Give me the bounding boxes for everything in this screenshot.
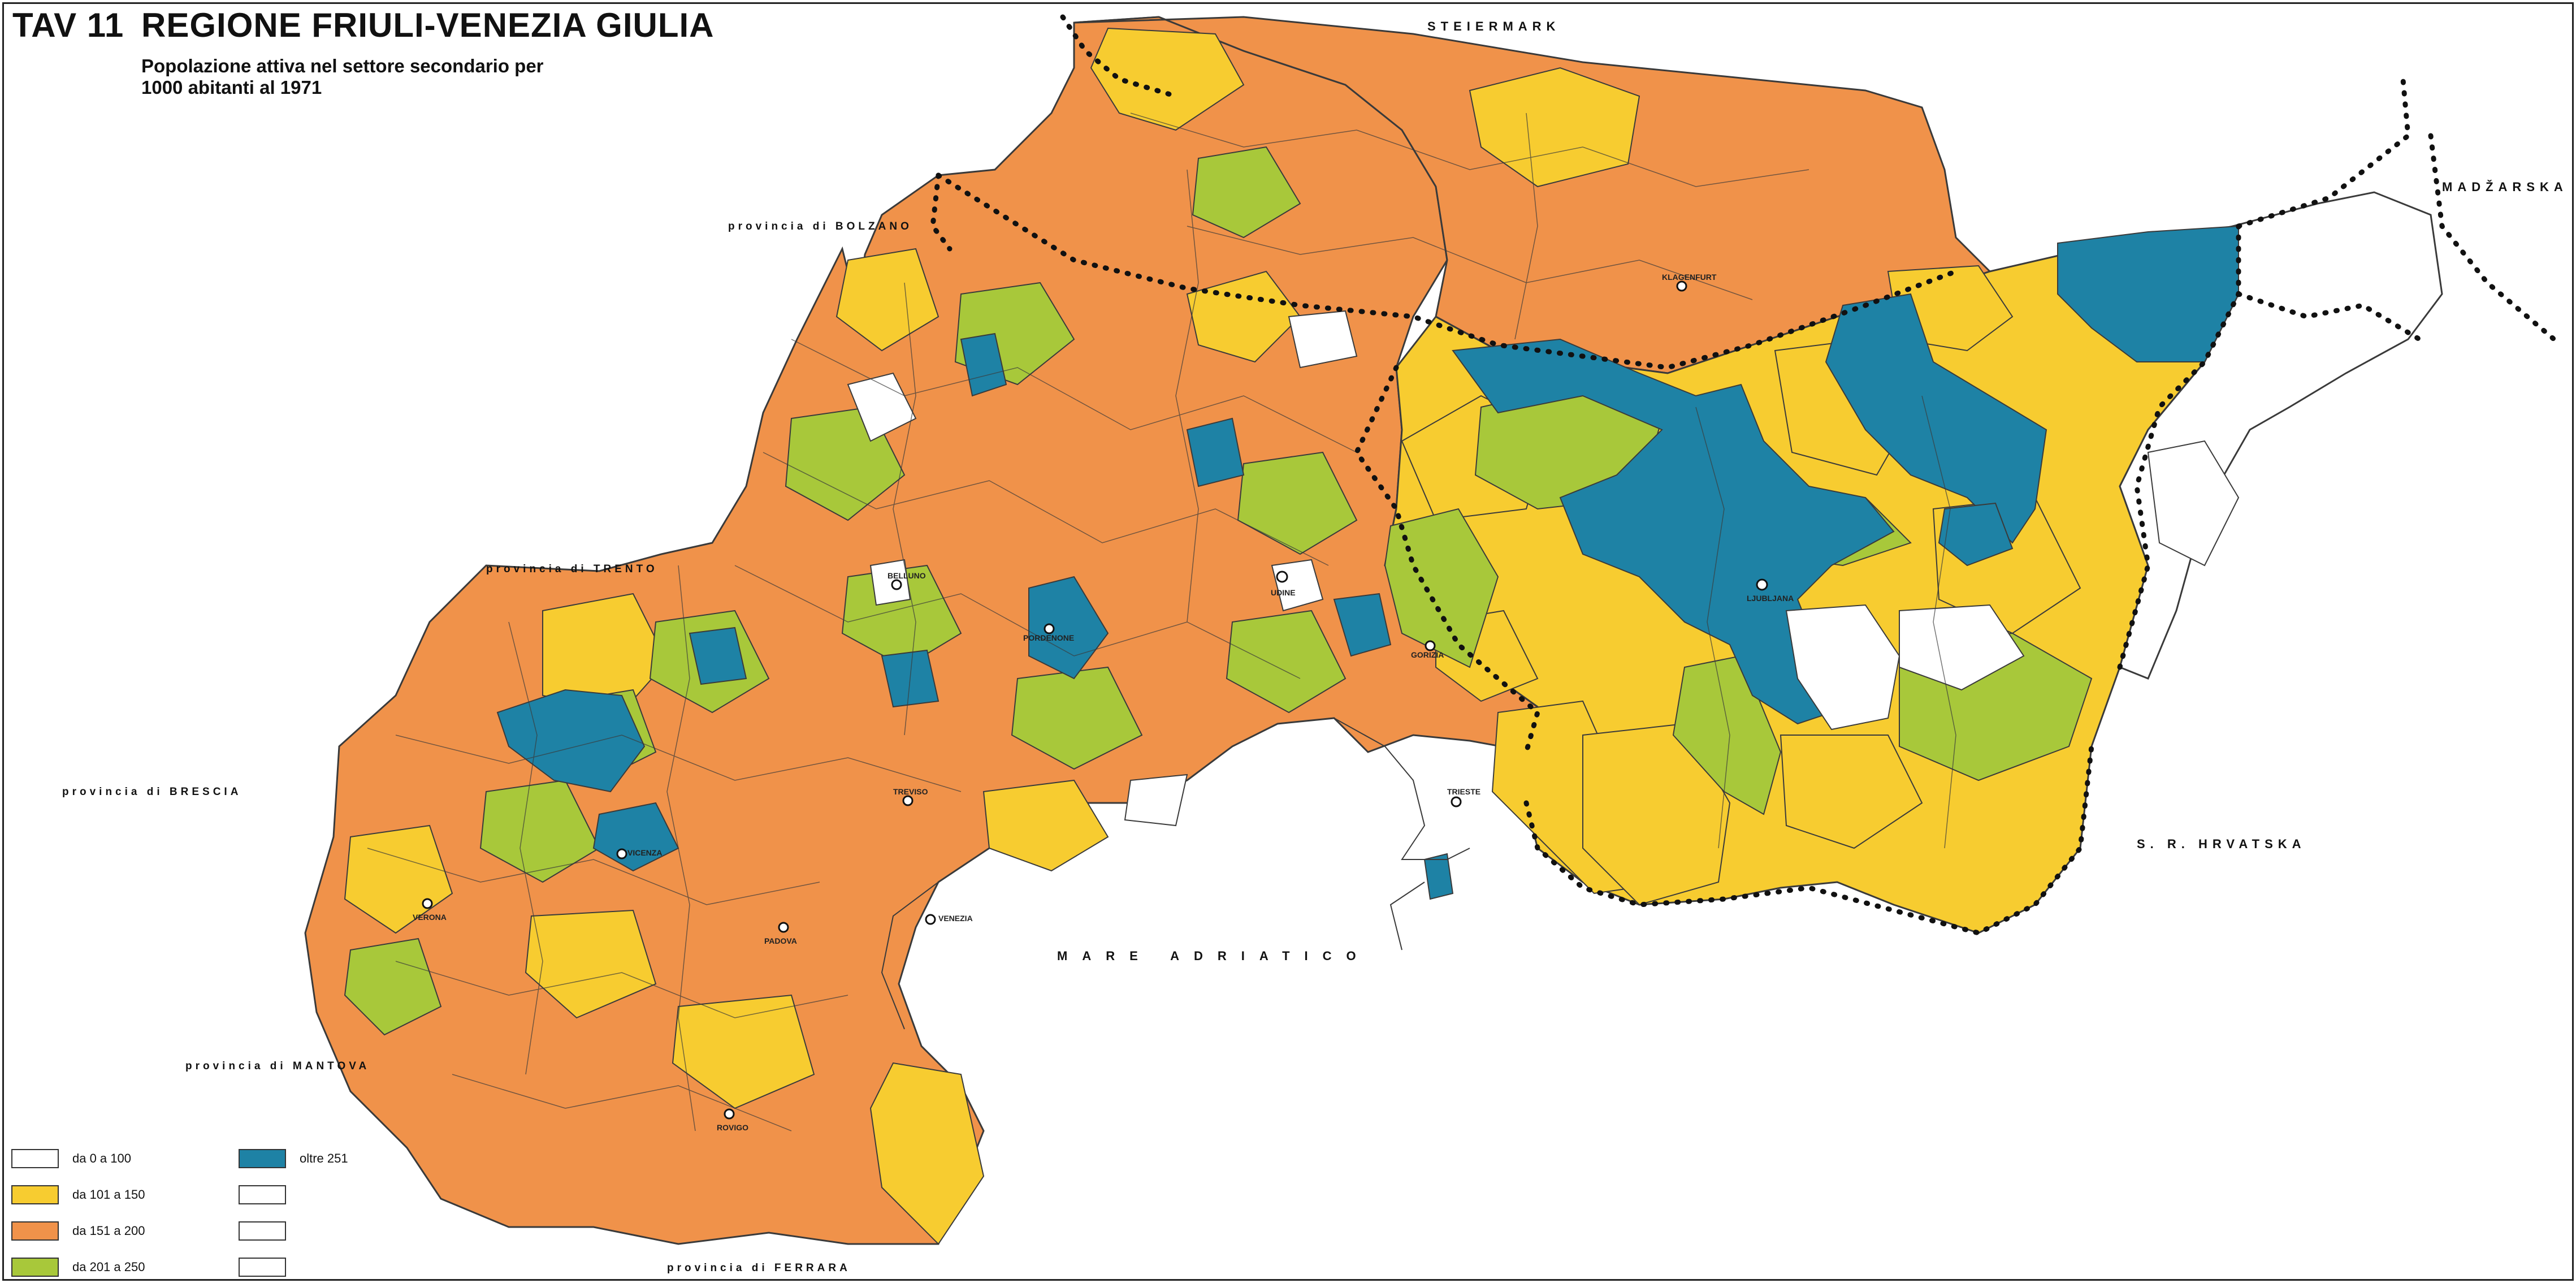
legend-swatch bbox=[11, 1221, 59, 1241]
class-over-251-patches bbox=[496, 225, 2239, 900]
legend-swatch bbox=[239, 1221, 286, 1241]
coastline bbox=[881, 718, 1470, 1030]
label-mare-adriatico: MARE ADRIATICO bbox=[1057, 949, 1371, 963]
municipal-boundaries bbox=[367, 113, 1956, 1131]
legend-label: oltre 251 bbox=[300, 1151, 348, 1165]
city-vicenza: VICENZA bbox=[627, 848, 663, 857]
legend-swatch bbox=[239, 1149, 286, 1168]
label-hrvatska: S. R. HRVATSKA bbox=[2137, 837, 2306, 851]
city-trieste: TRIESTE bbox=[1447, 787, 1481, 796]
map-subtitle: Popolazione attiva nel settore secondari… bbox=[141, 55, 544, 98]
city-verona: VERONA bbox=[413, 913, 447, 922]
city-belluno: BELLUNO bbox=[887, 571, 926, 580]
subtitle-line-2: 1000 abitanti al 1971 bbox=[141, 77, 322, 98]
city-udine: UDINE bbox=[1271, 588, 1296, 597]
label-madzarska: MADŽARSKA bbox=[2442, 180, 2568, 194]
city-padova: PADOVA bbox=[764, 936, 797, 945]
city-ljubljana: LJUBLJANA bbox=[1747, 594, 1794, 603]
city-rovigo: ROVIGO bbox=[717, 1123, 749, 1132]
legend-item-201-250: da 201 a 250 bbox=[11, 1256, 145, 1278]
legend-item-101-150: da 101 a 150 bbox=[11, 1184, 145, 1206]
city-venezia: VENEZIA bbox=[938, 914, 973, 923]
legend-item-0-100: da 0 a 100 bbox=[11, 1148, 131, 1169]
table-number: TAV 11 bbox=[12, 6, 124, 44]
city-pordenone: PORDENONE bbox=[1023, 633, 1075, 642]
legend-swatch bbox=[239, 1185, 286, 1204]
page-title: REGIONE FRIULI-VENEZIA GIULIA bbox=[141, 6, 715, 44]
legend-empty-swatch bbox=[239, 1256, 286, 1278]
legend-swatch bbox=[11, 1258, 59, 1277]
subtitle-line-1: Popolazione attiva nel settore secondari… bbox=[141, 55, 544, 76]
legend-item-over-251: oltre 251 bbox=[239, 1148, 348, 1169]
label-bolzano: provincia di BOLZANO bbox=[728, 221, 912, 232]
label-mantova: provincia di MANTOVA bbox=[185, 1060, 370, 1072]
state-borders bbox=[930, 14, 2564, 936]
legend-label: da 101 a 150 bbox=[72, 1187, 145, 1202]
legend-swatch bbox=[239, 1258, 286, 1277]
city-gorizia: GORIZIA bbox=[1411, 650, 1444, 659]
city-markers bbox=[422, 280, 1768, 1120]
legend-item-151-200: da 151 a 200 bbox=[11, 1220, 145, 1242]
city-klagenfurt: KLAGENFURT bbox=[1662, 273, 1717, 282]
class-101-150-patches bbox=[344, 27, 2081, 1245]
legend-swatch bbox=[11, 1149, 59, 1168]
label-trento: provincia di TRENTO bbox=[486, 563, 658, 575]
legend-label: da 0 a 100 bbox=[72, 1151, 131, 1165]
legend-empty-swatch bbox=[239, 1220, 286, 1242]
label-brescia: provincia di BRESCIA bbox=[62, 786, 242, 798]
class-0-100-patches bbox=[847, 310, 2240, 827]
label-ferrara: provincia di FERRARA bbox=[667, 1262, 851, 1274]
label-steiermark: STEIERMARK bbox=[1427, 19, 1561, 33]
legend-label: da 201 a 250 bbox=[72, 1260, 145, 1274]
legend-empty-swatch bbox=[239, 1184, 286, 1206]
legend-label: da 151 a 200 bbox=[72, 1224, 145, 1238]
city-treviso: TREVISO bbox=[893, 787, 928, 796]
legend-swatch bbox=[11, 1185, 59, 1204]
